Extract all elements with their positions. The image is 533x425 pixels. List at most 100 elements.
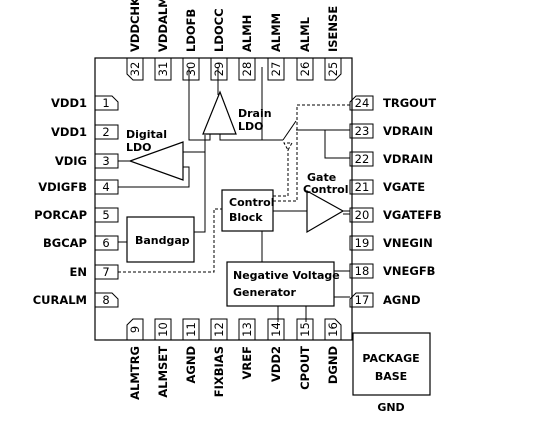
pin-label: ALMM <box>269 13 283 52</box>
pin-27: 27 ALMM <box>267 13 285 81</box>
pin-number: 28 <box>240 62 254 77</box>
pin-number: 6 <box>102 236 109 250</box>
bandgap-label: Bandgap <box>135 234 190 247</box>
pin-28: 28 ALMH <box>238 15 256 81</box>
pin-label: VDDCHK <box>128 0 142 52</box>
pin-label: VDDALM <box>156 0 170 52</box>
pin-label: VNEGFB <box>383 264 435 278</box>
pin-21: 21 VGATE <box>349 179 425 195</box>
package-base-label-1: PACKAGE <box>362 352 419 365</box>
pin-label: ALMTRG <box>128 346 142 400</box>
pin-number: 22 <box>355 152 370 166</box>
gate-control-label-1: Gate <box>307 171 336 184</box>
digital-ldo-label-2: LDO <box>126 141 152 154</box>
package-base-label-2: BASE <box>375 370 407 383</box>
pin-label: AGND <box>383 293 421 307</box>
pin-number: 27 <box>269 62 283 77</box>
package-base: PACKAGE BASE GND <box>352 332 431 414</box>
drain-ldo: Drain LDO <box>202 90 272 135</box>
pin-label: VDD2 <box>269 346 283 382</box>
pin-number: 26 <box>298 62 312 77</box>
pin-label: VDD1 <box>51 96 87 110</box>
pin-number: 19 <box>355 236 370 250</box>
pin-number: 1 <box>102 96 109 110</box>
pin-number: 29 <box>212 62 226 77</box>
bandgap-block: Bandgap <box>126 216 195 263</box>
pin-label: VNEGIN <box>383 236 433 250</box>
pin-number: 30 <box>184 62 198 77</box>
pin-label: VGATEFB <box>383 208 442 222</box>
pin-number: 24 <box>355 96 370 110</box>
pin-number: 12 <box>212 322 226 337</box>
pin-label: AGND <box>184 346 198 384</box>
pin-label: CURALM <box>33 293 87 307</box>
control-block-label-2: Block <box>229 211 263 224</box>
pin-number: 21 <box>355 180 370 194</box>
pin-label: PORCAP <box>34 208 87 222</box>
pin-label: VGATE <box>383 180 425 194</box>
pin-label: BGCAP <box>43 236 87 250</box>
digital-ldo: Digital LDO <box>126 128 184 181</box>
pin-number: 9 <box>128 326 142 333</box>
digital-ldo-amp <box>128 141 184 181</box>
pin-6: 6 BGCAP <box>43 235 119 251</box>
control-block-label-1: Control <box>229 196 274 209</box>
pin-23: 23 VDRAIN <box>349 123 433 139</box>
pin-number: 14 <box>269 322 283 337</box>
drain-ldo-amp <box>202 90 237 135</box>
pin-number: 3 <box>102 154 109 168</box>
pin-number: 2 <box>102 125 109 139</box>
digital-ldo-label-1: Digital <box>126 128 167 141</box>
pin-29: 29 LDOCC <box>210 8 228 81</box>
pin-19: 19 VNEGIN <box>349 235 433 251</box>
pin-label: ALMH <box>240 15 254 52</box>
pin-number: 20 <box>355 208 370 222</box>
pin-number: 23 <box>355 124 370 138</box>
pin-number: 11 <box>184 322 198 337</box>
control-block: Control Block <box>221 189 274 232</box>
pin-1: 1 VDD1 <box>51 95 119 111</box>
gate-control-amp <box>306 189 345 234</box>
pin-label: ALMSET <box>156 346 170 398</box>
pin-number: 7 <box>102 265 109 279</box>
pin-label: FIXBIAS <box>212 346 226 397</box>
pin-number: 15 <box>298 322 312 337</box>
pin-number: 10 <box>156 322 170 337</box>
gate-control: Gate Control <box>303 171 348 234</box>
pin-label: EN <box>70 265 87 279</box>
dashed-wires <box>118 104 350 273</box>
pin-label: DGND <box>326 346 340 384</box>
pin-7: 7 EN <box>70 264 119 280</box>
pin-22: 22 VDRAIN <box>349 151 433 167</box>
negative-voltage-label-1: Negative Voltage <box>233 269 340 282</box>
drain-ldo-label-1: Drain <box>238 107 272 120</box>
pin-number: 16 <box>326 322 340 337</box>
pin-label: ISENSE <box>326 6 340 52</box>
negative-voltage-label-2: Generator <box>233 286 296 299</box>
pin-20: 20 VGATEFB <box>349 207 442 223</box>
wires <box>118 67 350 322</box>
gate-control-label-2: Control <box>303 183 348 196</box>
negative-voltage-generator: Negative Voltage Generator <box>226 261 340 307</box>
pin-number: 32 <box>128 62 142 77</box>
pin-label: LDOCC <box>212 8 226 52</box>
pin-number: 4 <box>102 180 109 194</box>
pin-18: 18 VNEGFB <box>349 263 435 279</box>
pin-label: VDRAIN <box>383 124 433 138</box>
pin-label: VDRAIN <box>383 152 433 166</box>
pin-label: LDOFB <box>184 9 198 52</box>
pin-number: 18 <box>355 264 370 278</box>
